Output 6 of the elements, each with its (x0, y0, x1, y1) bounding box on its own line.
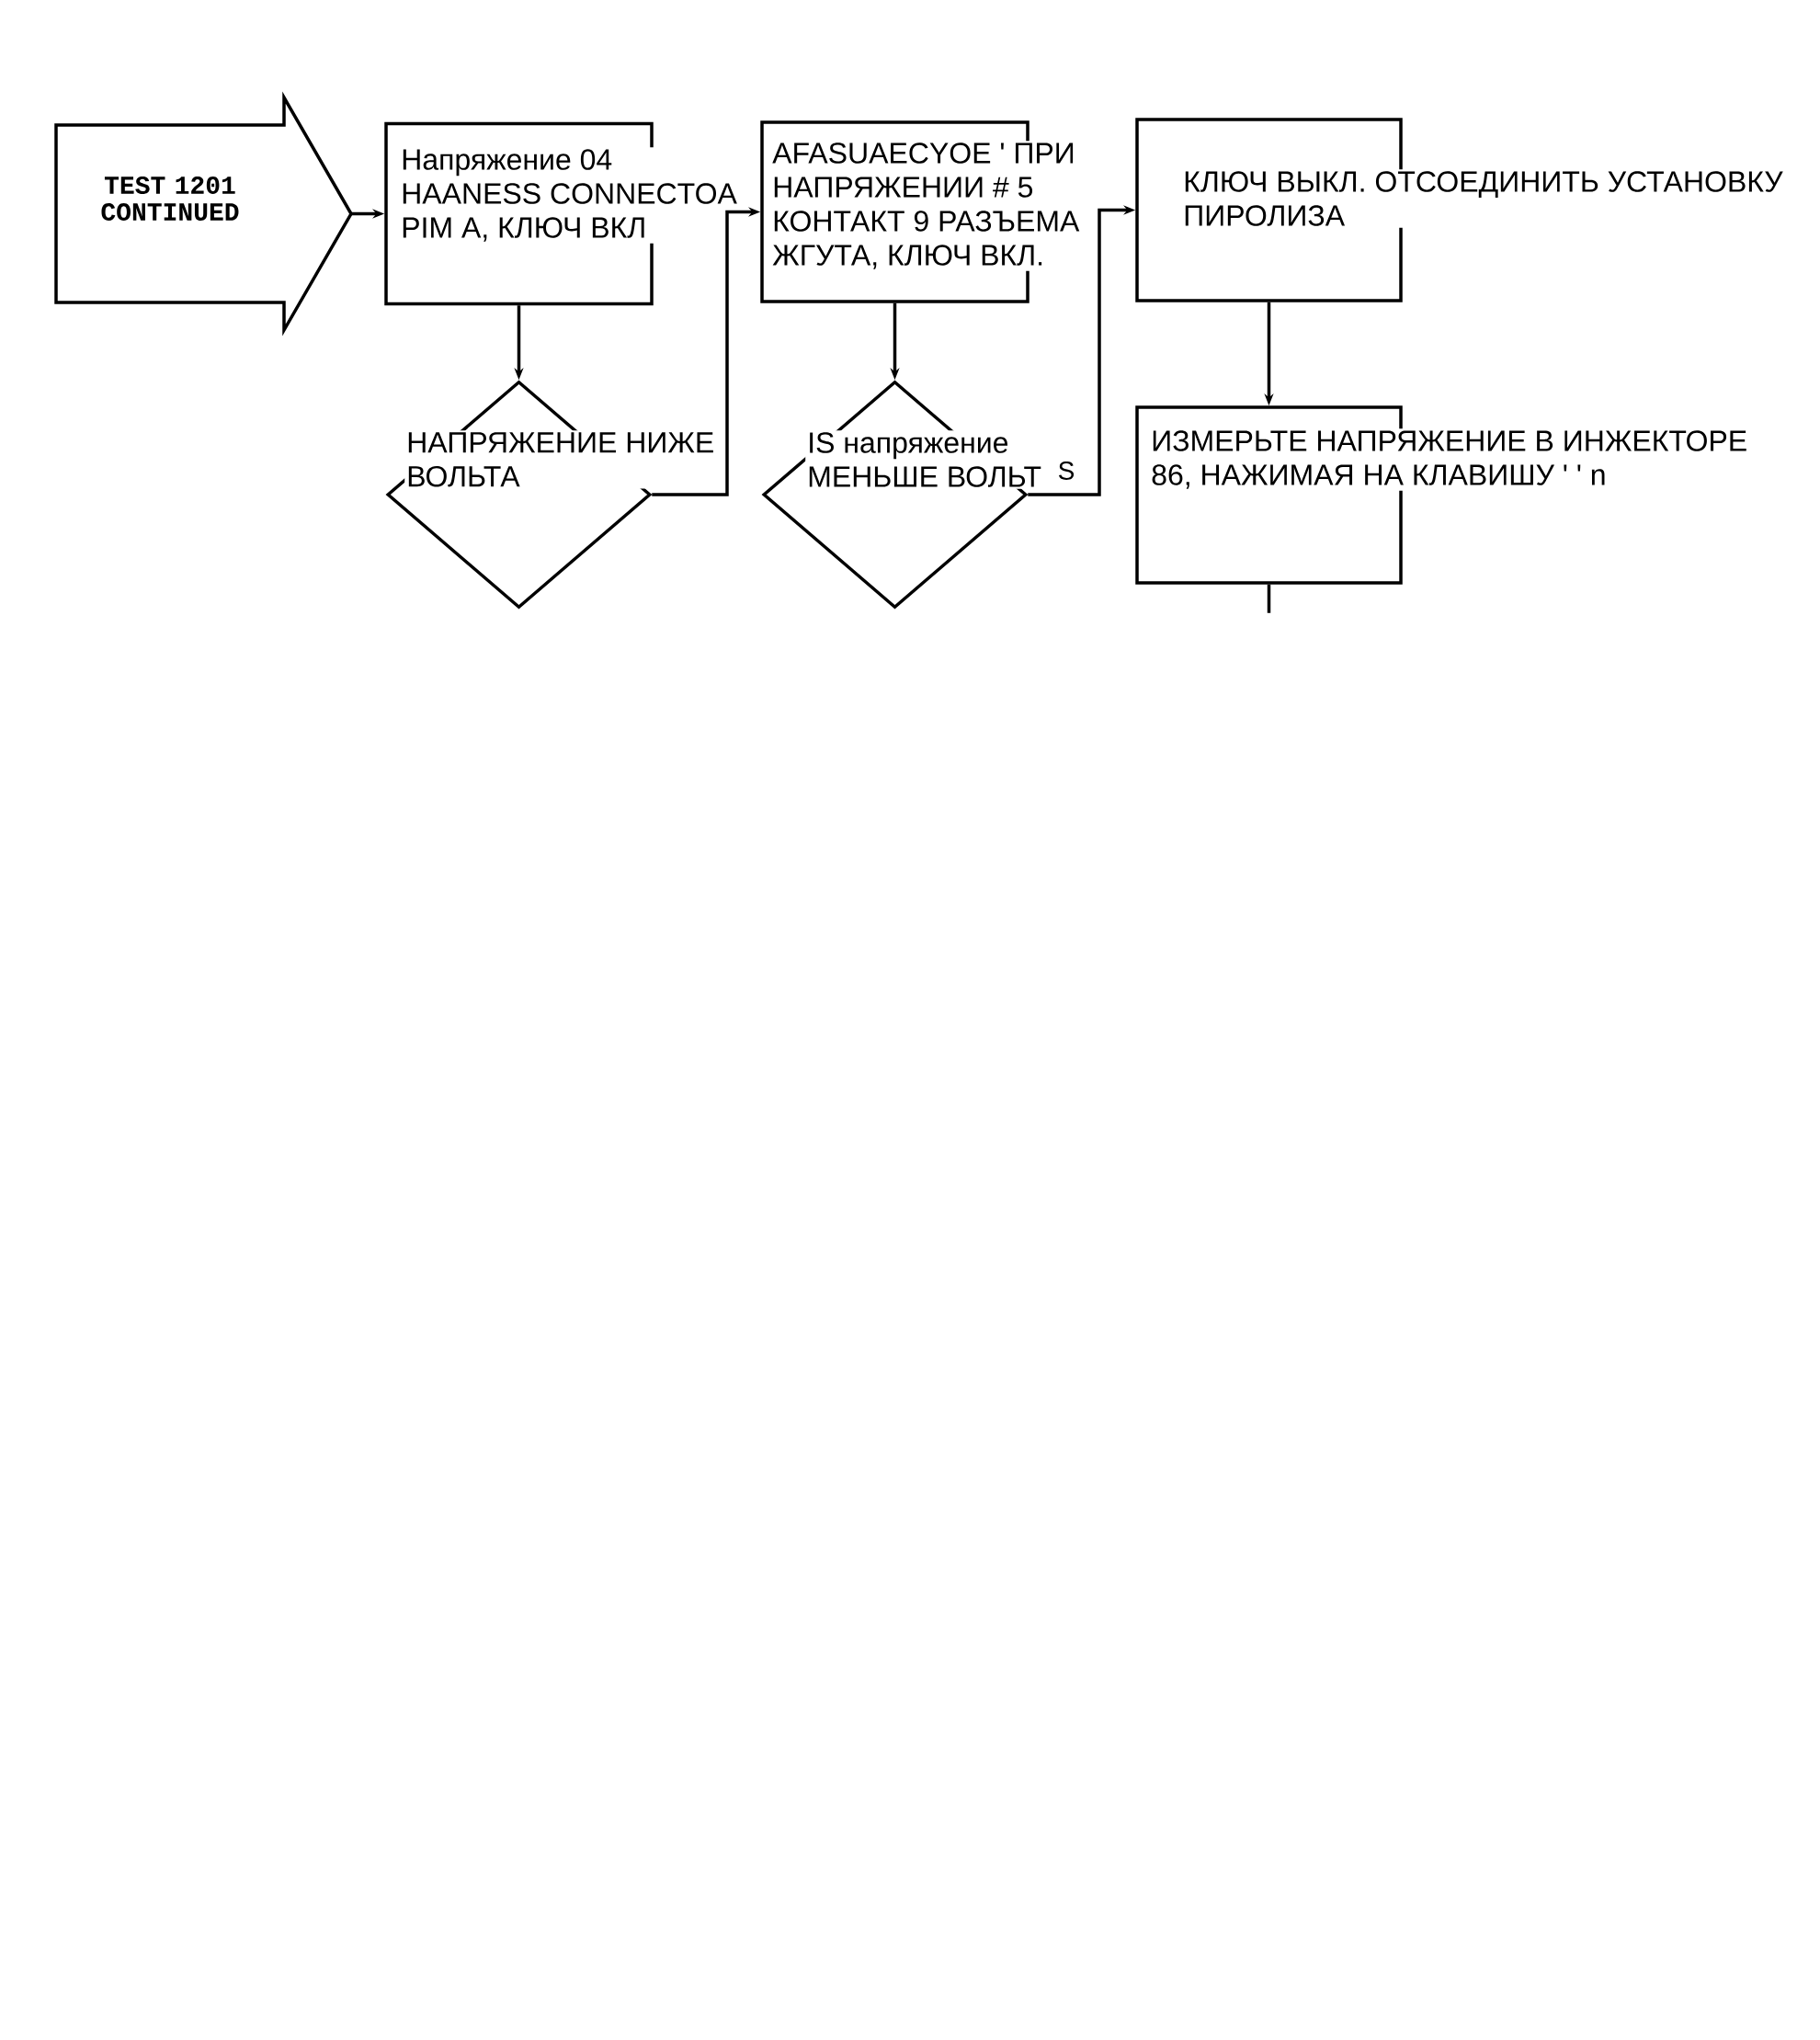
edge-label: S (1056, 461, 1076, 481)
process-box: ИЗМЕРЬТЕ НАПРЯЖЕНИЕ В ИНЖЕКТОРЕ 86, НАЖИМАЯ НА КЛАВИШУ ' ' n (1135, 405, 1750, 585)
process-box: AFASUAECYOE ' ПРИ НАПРЯЖЕНИИ # 5 КОНТАКТ 9 РАЗЪЕМА ЖГУТА, КЛЮЧ ВКЛ. (760, 120, 1082, 303)
process-box: КЛЮЧ ВЫКЛ. ОТСОЕДИНИТЬ УСТАНОВКУ ПИРОЛИЗА (1135, 118, 1785, 302)
process-box: Напряжение 04 HAANESS CONNECTOA PIM A, КЛЮЧ ВКЛ (384, 121, 739, 306)
connector-line (1267, 584, 1271, 613)
